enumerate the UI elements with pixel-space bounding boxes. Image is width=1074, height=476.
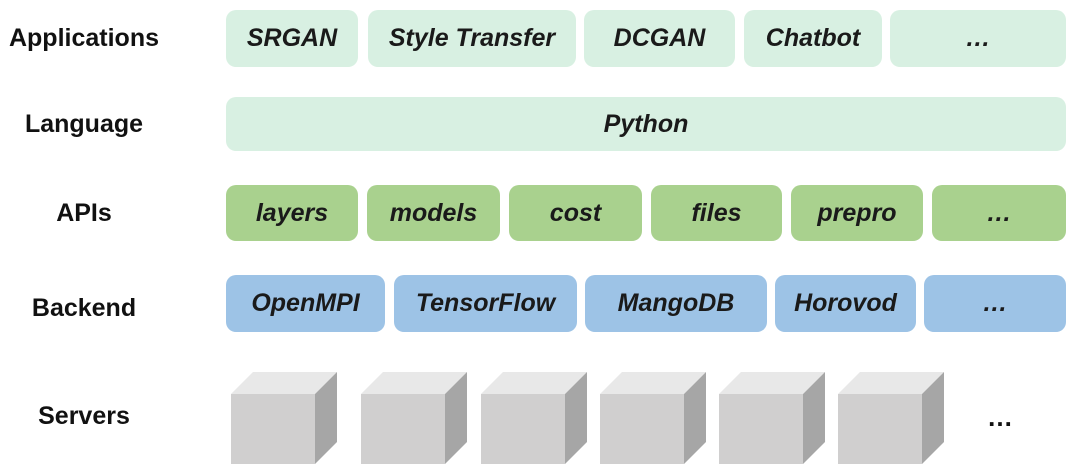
- language-box-python: Python: [226, 97, 1066, 151]
- api-box-models: models: [367, 185, 500, 241]
- server-cube-icon: [600, 372, 706, 464]
- api-box-files: files: [651, 185, 782, 241]
- backend-box-ellipsis: …: [924, 275, 1066, 332]
- server-cube-icon: [231, 372, 337, 464]
- row-label-servers: Servers: [38, 402, 130, 430]
- app-box-chatbot: Chatbot: [744, 10, 882, 67]
- backend-box-horovod: Horovod: [775, 275, 916, 332]
- backend-box-openmpi: OpenMPI: [226, 275, 385, 332]
- row-label-language: Language: [24, 110, 144, 138]
- backend-box-tensorflow: TensorFlow: [394, 275, 577, 332]
- api-box-prepro: prepro: [791, 185, 923, 241]
- api-box-ellipsis: …: [932, 185, 1066, 241]
- app-box-style-transfer: Style Transfer: [368, 10, 576, 67]
- app-box-dcgan: DCGAN: [584, 10, 735, 67]
- servers-ellipsis: …: [987, 402, 1013, 432]
- app-box-srgan: SRGAN: [226, 10, 358, 67]
- server-cube-icon: [481, 372, 587, 464]
- server-cube-icon: [719, 372, 825, 464]
- row-label-apis: APIs: [56, 199, 112, 227]
- server-cube-icon: [838, 372, 944, 464]
- api-box-cost: cost: [509, 185, 642, 241]
- app-box-ellipsis: …: [890, 10, 1066, 67]
- row-label-applications: Applications: [8, 24, 159, 52]
- api-box-layers: layers: [226, 185, 358, 241]
- server-cube-icon: [361, 372, 467, 464]
- row-label-backend: Backend: [31, 294, 137, 322]
- backend-box-mangodb: MangoDB: [585, 275, 767, 332]
